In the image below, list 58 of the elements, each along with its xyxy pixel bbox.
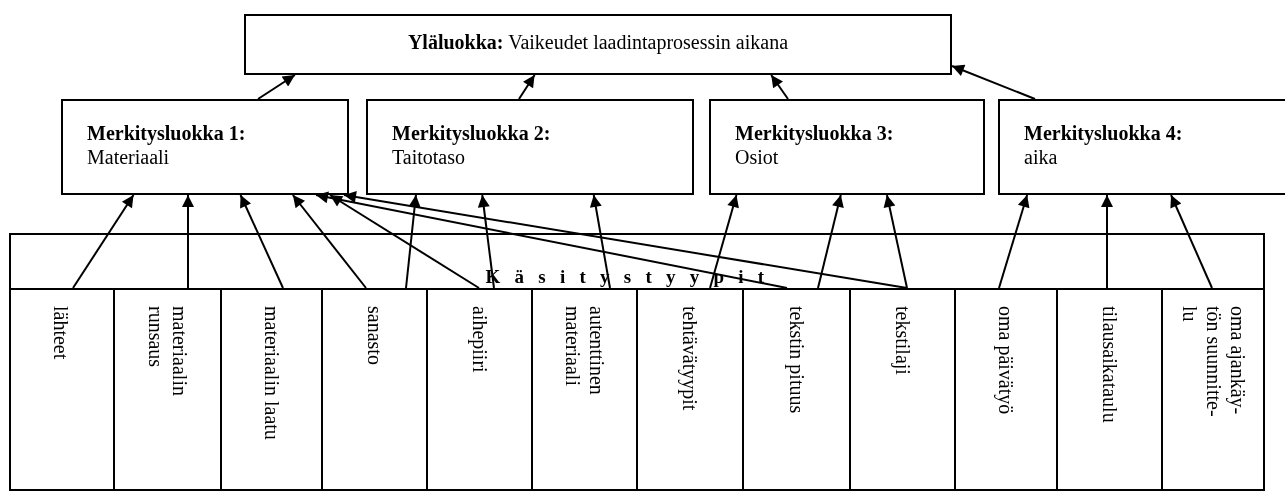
arrow [1101,194,1113,289]
arrow [182,194,194,289]
column-label: tehtävätyypit [678,306,702,411]
category-box [998,99,1285,195]
arrow [239,194,284,289]
category-box [61,99,349,195]
column-label: autenttinen materiaali [560,306,609,397]
table-column [849,288,954,491]
arrow [1170,194,1213,289]
box-text: aika [1024,145,1059,169]
arrow [998,194,1030,289]
arrow [477,194,495,289]
arrow [329,194,480,289]
column-label: tekstin pituus [784,306,809,414]
column-label: tilausaikataulu [1097,306,1122,423]
table-column [742,288,849,491]
category-table [9,233,1265,491]
box-text: Materiaali [87,145,171,169]
table-column [954,288,1056,491]
table-column [1161,288,1264,491]
column-label: oma päivätyö [994,306,1018,415]
box-heading: Merkitysluokka 4: [1024,121,1184,145]
table-column [426,288,531,491]
table-column [636,288,742,491]
table-column [1056,288,1161,491]
arrow [709,194,739,289]
category-box [709,99,985,195]
arrow [518,74,536,100]
arrow [589,194,611,289]
arrow [951,64,1036,100]
table-column [321,288,426,491]
arrow [315,191,788,289]
arrow [343,191,908,289]
column-label: sanasto [362,306,387,365]
column-label: materiaalin laatu [259,306,284,440]
arrow [257,74,296,100]
box-heading: Merkitysluokka 1: [87,121,247,145]
arrow [817,194,844,289]
column-label: tekstilaji [890,306,915,375]
arrow [883,194,908,289]
column-label: materiaalin runsaus [143,306,192,398]
box-text: Osiot [735,145,780,169]
table-column [220,288,321,491]
category-box [366,99,694,195]
arrow [770,74,789,100]
arrow [291,194,367,289]
arrow [405,194,421,289]
box-title: Yläluokka: Vaikeudet laadintaprosessin aikana [407,30,789,56]
table-column [531,288,636,491]
column-label: lähteet [49,306,73,360]
category-box [244,14,952,75]
box-heading: Merkitysluokka 3: [735,121,895,145]
table-column [113,288,220,491]
column-label: oma ajankäy- tön suunnitte- lu [1177,306,1250,419]
column-label: aihepiiri [467,306,492,373]
box-text: Taitotaso [392,145,467,169]
box-heading: Merkitysluokka 2: [392,121,552,145]
arrow [72,194,135,289]
